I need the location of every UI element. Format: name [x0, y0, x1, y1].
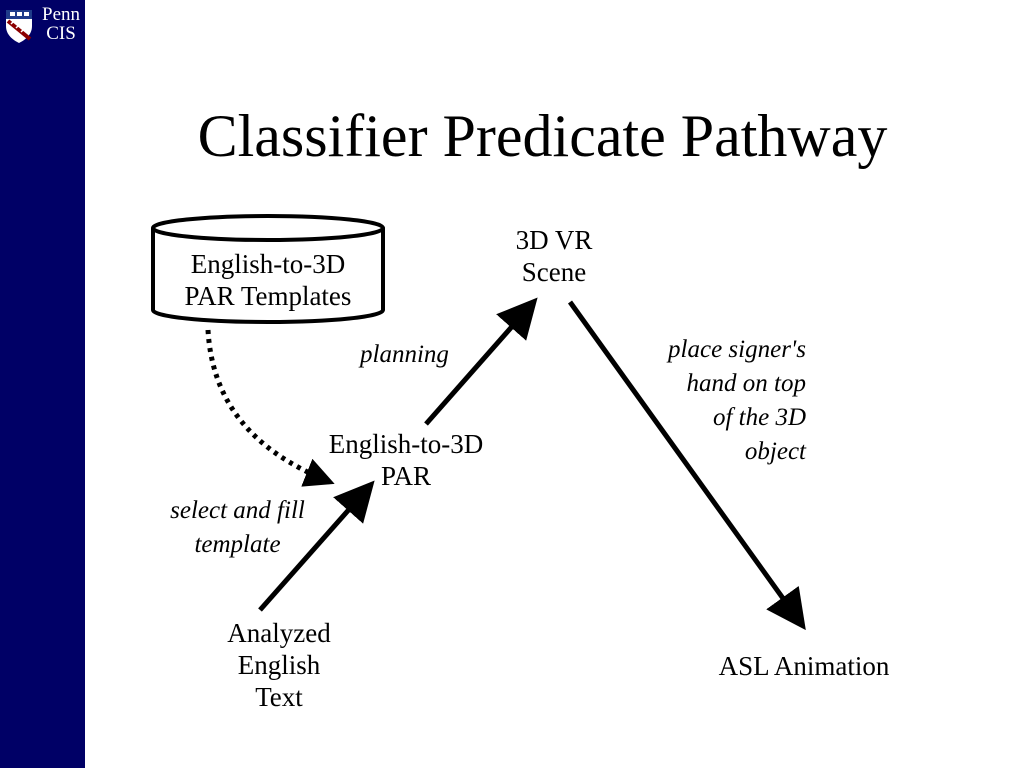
label-select-fill-line-1: select and fill: [170, 497, 305, 524]
node-par-line-2: PAR: [380, 461, 432, 491]
node-analyzed-line-1: Analyzed: [227, 618, 331, 648]
logo-line-2: CIS: [46, 23, 76, 44]
label-place-hand: place signer's hand on top of the 3D obj…: [612, 333, 806, 469]
logo-line-1: Penn: [42, 4, 80, 25]
node-templates-line-1: English-to-3D: [190, 249, 346, 279]
node-asl: ASL Animation: [694, 650, 914, 682]
node-par: English-to-3D PAR: [306, 428, 506, 492]
node-analyzed-line-2: English: [237, 650, 321, 680]
label-planning: planning: [360, 338, 480, 372]
label-place-hand-line-4: object: [744, 438, 806, 465]
node-scene-line-2: Scene: [521, 257, 587, 287]
sidebar: Penn CIS: [0, 0, 85, 768]
label-planning-line-1: planning: [360, 341, 449, 368]
node-analyzed: Analyzed English Text: [199, 617, 359, 713]
penn-cis-logo: Penn CIS: [2, 4, 84, 44]
edge-par-to-scene: [424, 297, 538, 426]
logo-text: Penn CIS: [38, 5, 84, 43]
penn-shield-icon: [6, 10, 32, 43]
slide-title: Classifier Predicate Pathway: [197, 103, 888, 169]
edge-scene-to-asl: [567, 300, 806, 631]
node-templates: English-to-3D PAR Templates: [153, 248, 383, 312]
node-asl-line-1: ASL Animation: [718, 651, 890, 681]
label-place-hand-line-3: of the 3D: [712, 404, 806, 431]
node-par-line-1: English-to-3D: [328, 429, 484, 459]
node-scene: 3D VR Scene: [474, 224, 634, 288]
label-select-fill-line-2: template: [194, 531, 281, 558]
label-select-fill: select and fill template: [140, 494, 335, 562]
edge-analyzed-to-par: [258, 480, 375, 612]
node-templates-line-2: PAR Templates: [184, 281, 352, 311]
node-scene-line-1: 3D VR: [515, 225, 593, 255]
label-place-hand-line-1: place signer's: [668, 336, 806, 363]
database-cylinder: [151, 214, 385, 324]
label-place-hand-line-2: hand on top: [686, 370, 806, 397]
node-analyzed-line-3: Text: [255, 682, 303, 712]
